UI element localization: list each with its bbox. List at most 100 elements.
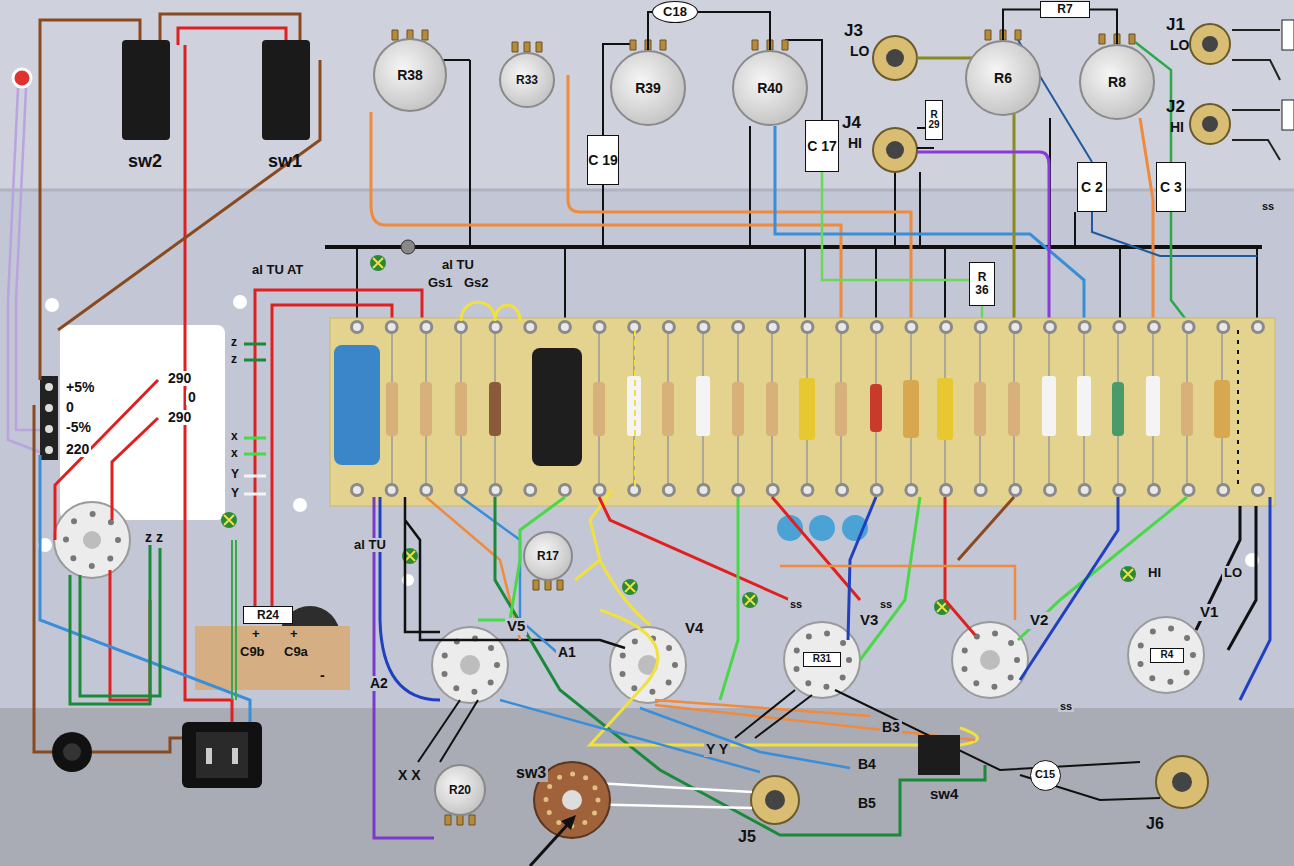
tube-sockets	[432, 617, 1204, 703]
resistor	[662, 382, 674, 436]
part-label: B4	[856, 757, 878, 772]
jack-hole	[765, 790, 785, 810]
component-box: R 36	[969, 262, 995, 306]
resistor	[489, 382, 501, 436]
turret-board	[330, 318, 1275, 506]
part-label: x	[229, 447, 240, 460]
resistor	[1181, 382, 1193, 436]
part-label: C9a	[282, 645, 310, 659]
part-label: LO	[1168, 38, 1191, 53]
socket-pins	[963, 633, 1017, 687]
socket-center	[980, 650, 1000, 670]
potentiometer: R39	[610, 50, 686, 126]
part-label: ss	[878, 598, 894, 610]
ground-wire	[357, 42, 1257, 321]
part-label: z	[229, 353, 239, 366]
fuse-holder	[52, 732, 92, 772]
part-label: B5	[856, 796, 878, 811]
capacitor	[937, 378, 953, 440]
resistor	[766, 382, 778, 436]
part-label: J2	[1164, 98, 1187, 117]
part-label: sw2	[126, 152, 164, 172]
tube-socket	[952, 622, 1028, 698]
resistors	[386, 376, 1230, 440]
ground-lug	[401, 240, 415, 254]
potentiometer: R6	[965, 40, 1041, 116]
capacitor-circle: C15	[1030, 760, 1061, 791]
part-label: LO	[848, 44, 871, 59]
turret-eyelets	[357, 323, 1258, 331]
component-label: C 17	[807, 139, 837, 154]
potentiometer: R33	[499, 52, 555, 108]
resistor	[835, 382, 847, 436]
part-label: 290	[166, 371, 193, 386]
part-label: -5%	[64, 420, 93, 435]
hole	[45, 298, 59, 312]
jack	[1190, 24, 1230, 64]
shielded-wire	[1237, 330, 1239, 488]
component-label: R33	[516, 74, 538, 87]
part-label: ss	[788, 598, 804, 610]
component-box: C 2	[1077, 162, 1107, 212]
part-label: 220	[64, 442, 91, 457]
wire	[958, 497, 1014, 560]
iec-inlet	[182, 722, 262, 788]
component-box: R 29	[925, 100, 943, 140]
fuse-cap	[63, 743, 81, 761]
potentiometer: R20	[434, 764, 486, 816]
hole	[233, 295, 247, 309]
part-label: al TU	[352, 538, 388, 552]
component-box: C 19	[587, 135, 619, 185]
electrolytic-capacitor	[532, 348, 582, 466]
jack	[1156, 756, 1208, 808]
component-label: C 19	[588, 153, 618, 168]
part-label: V2	[1028, 612, 1050, 629]
wire	[1196, 506, 1256, 650]
resistor	[420, 382, 432, 436]
part-label: X X	[396, 768, 423, 783]
jack-hole	[1172, 772, 1192, 792]
part-label: al TU AT	[250, 263, 305, 277]
part-label: B3	[880, 720, 902, 735]
wire	[70, 344, 266, 704]
wire	[603, 40, 895, 247]
capacitor	[1146, 376, 1160, 436]
jack	[873, 128, 917, 172]
jack	[751, 776, 799, 824]
potentiometer: R8	[1079, 44, 1155, 120]
tube-socket	[1128, 617, 1204, 693]
resistor	[593, 382, 605, 436]
terminal-screws	[45, 387, 53, 452]
resistor	[1112, 382, 1124, 436]
resistor	[455, 382, 467, 436]
terminal-block	[40, 376, 58, 460]
part-label: J6	[1144, 815, 1166, 833]
wire	[40, 14, 320, 380]
resistor	[974, 382, 986, 436]
potentiometer: R17	[523, 531, 573, 581]
socket-pins	[621, 638, 675, 692]
wire	[371, 112, 841, 321]
wire	[1140, 118, 1153, 321]
wire	[780, 566, 1015, 620]
wire	[917, 152, 1049, 321]
wire	[178, 28, 286, 722]
part-label: x	[229, 430, 240, 443]
part-label: 0	[186, 390, 198, 405]
jack-hole	[1202, 36, 1218, 52]
part-label: -	[318, 668, 327, 683]
component-label: C18	[663, 5, 687, 19]
part-label: J1	[1164, 16, 1187, 35]
component-box: R31	[803, 652, 841, 667]
jack-hole	[1202, 116, 1218, 132]
component-box: R7	[1040, 1, 1090, 18]
component-label: R 36	[970, 271, 994, 296]
component-label: C 2	[1081, 180, 1103, 195]
wire	[418, 690, 1160, 800]
wire	[461, 302, 520, 321]
wire	[575, 490, 978, 745]
part-label: A1	[556, 645, 578, 660]
component-label: R20	[449, 784, 471, 797]
part-label: ss	[1058, 700, 1074, 712]
